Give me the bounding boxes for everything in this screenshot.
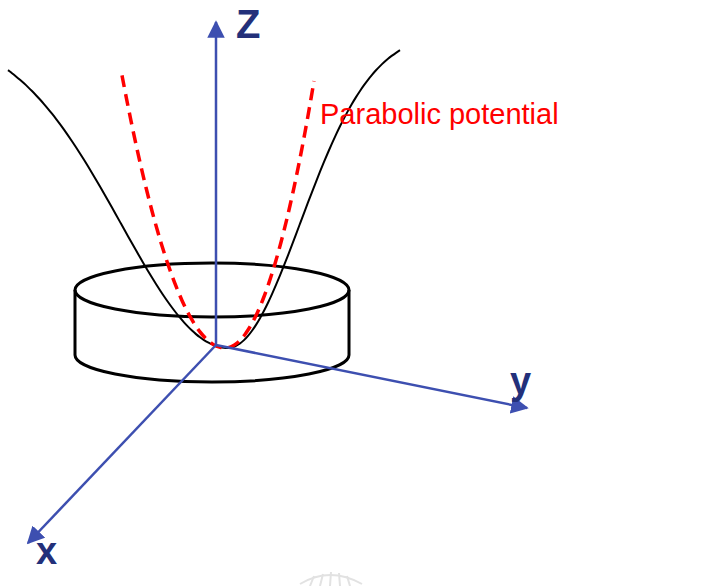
curve-label: Parabolic potential xyxy=(320,100,559,129)
axis-label: Z xyxy=(236,4,260,44)
parabolic-potential-curve xyxy=(122,75,314,348)
watermark-logo xyxy=(300,572,362,586)
axis-label: x xyxy=(36,532,57,570)
axis-label: y xyxy=(510,362,531,400)
potential-curve xyxy=(8,50,400,348)
